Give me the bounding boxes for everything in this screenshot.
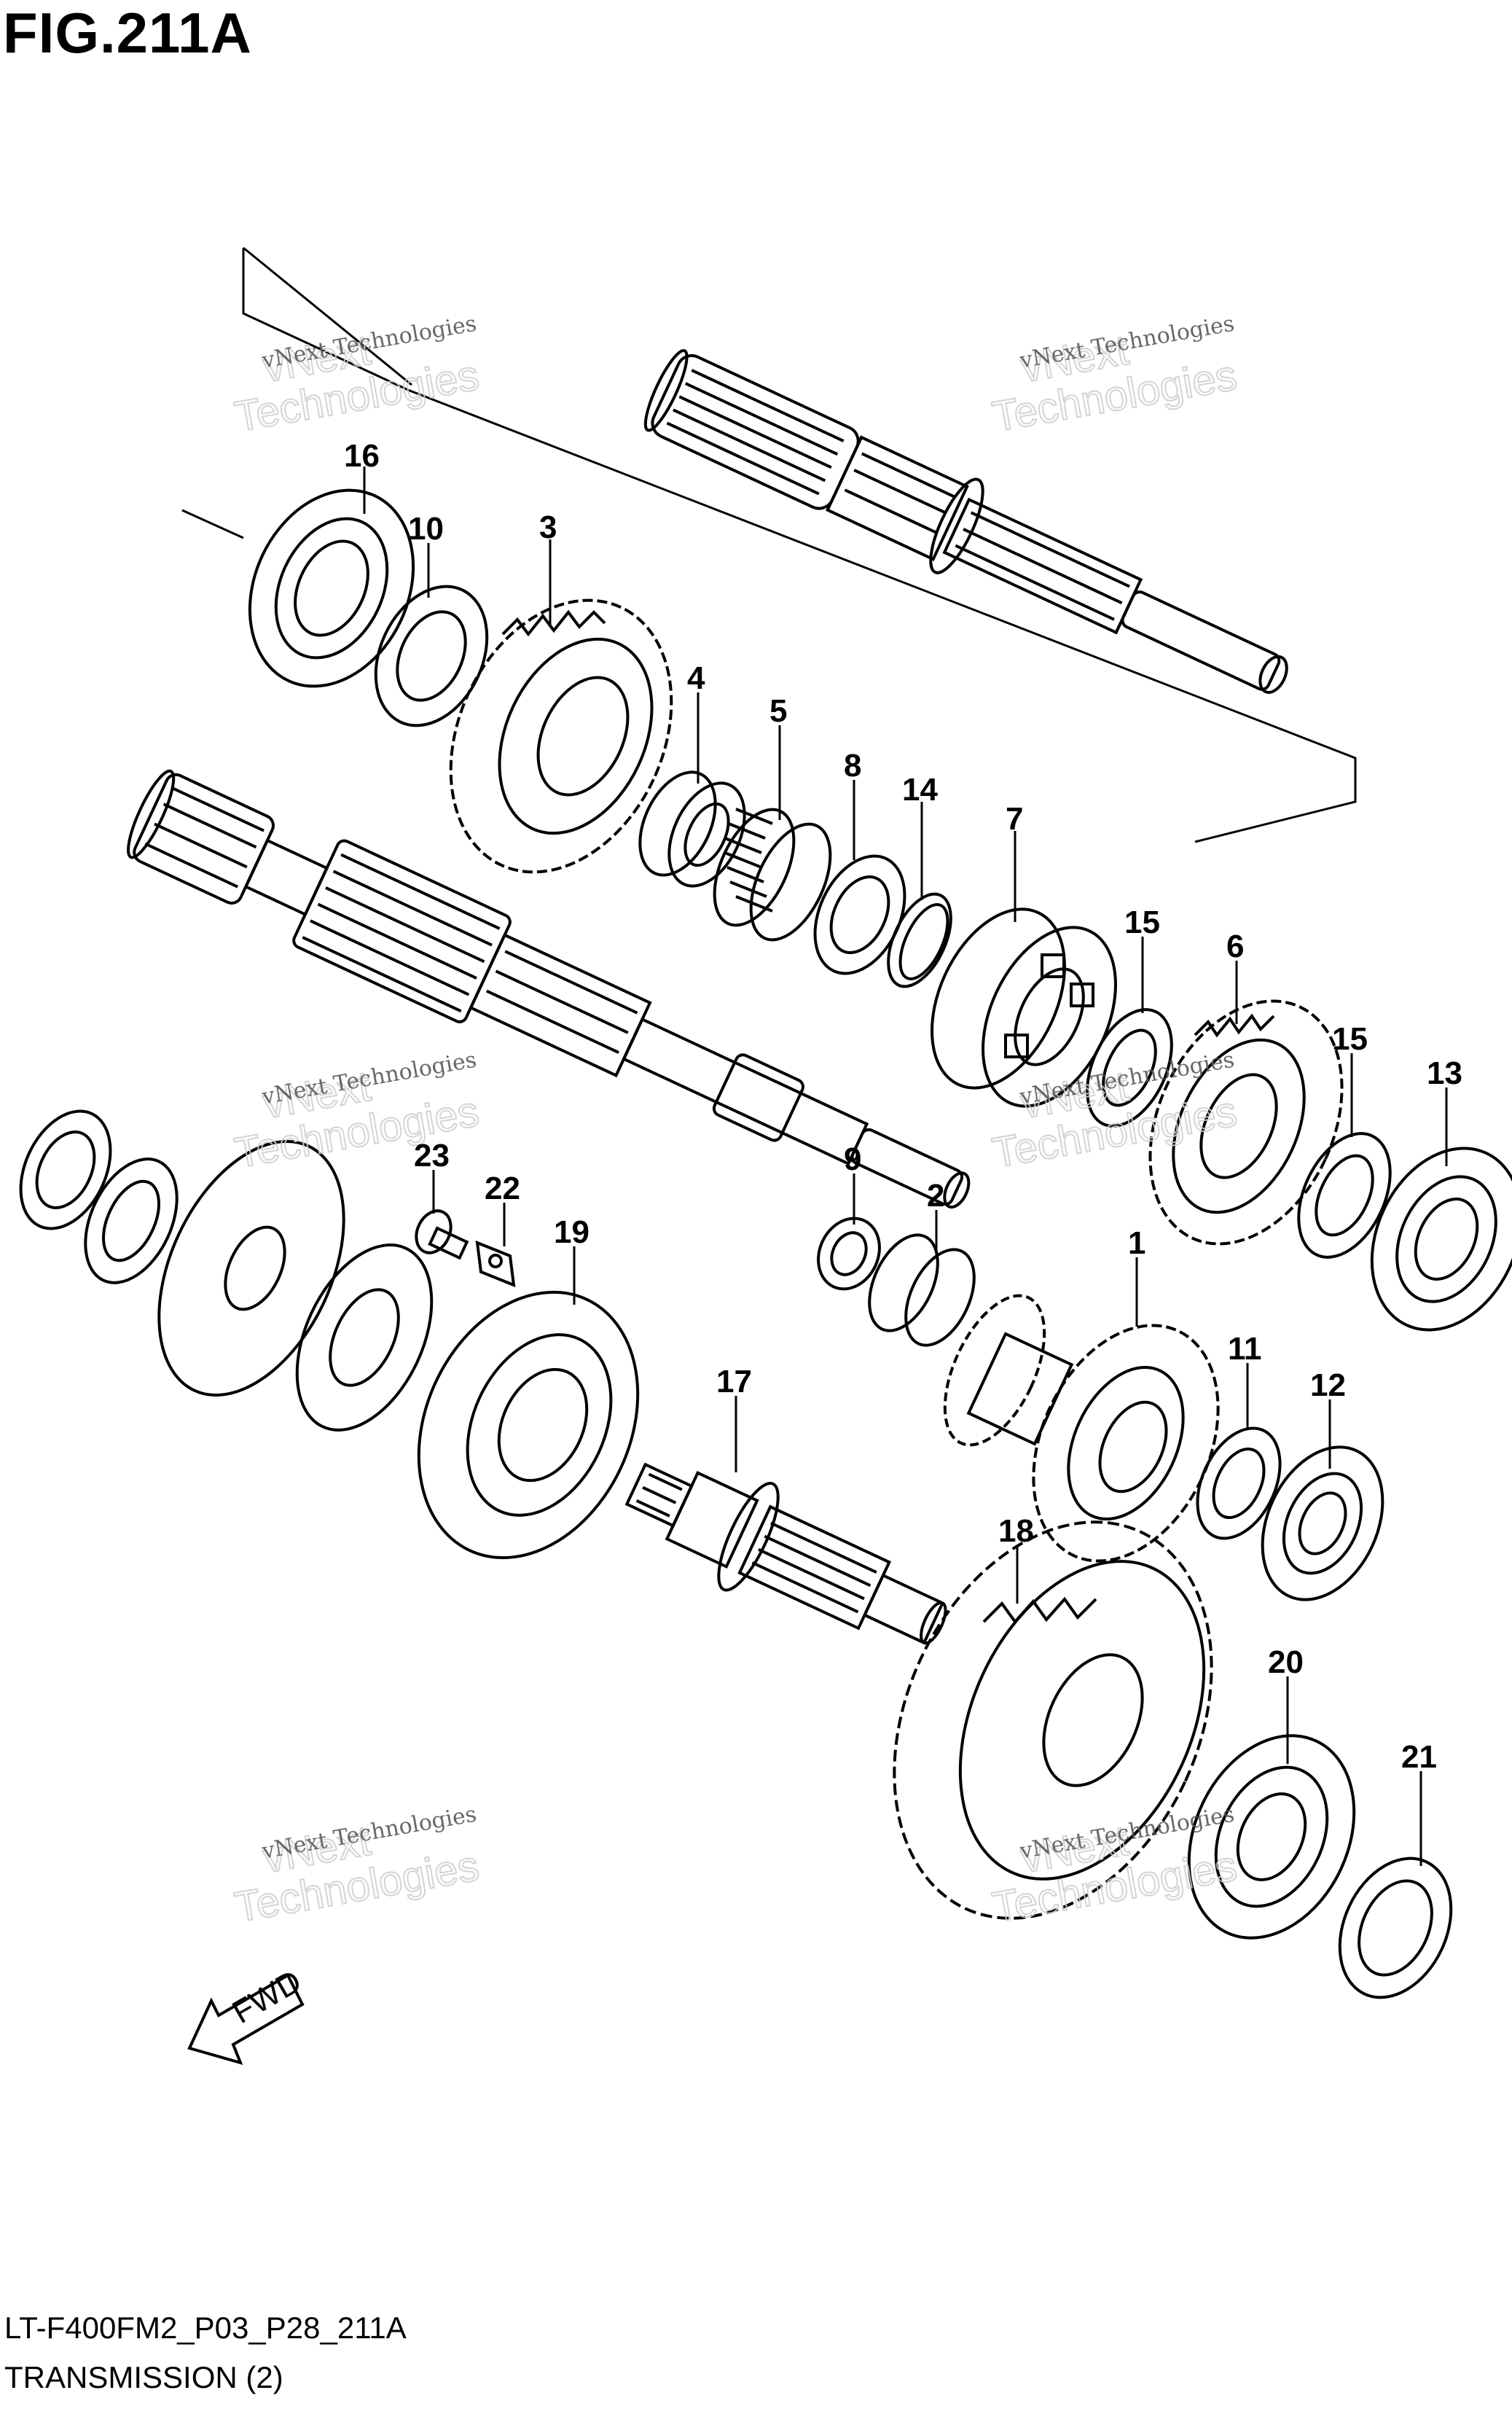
callout-13: 13	[1427, 1055, 1462, 1091]
part-left-oil-seal	[19, 1109, 112, 1230]
callout-5: 5	[769, 693, 787, 729]
callout-16: 16	[344, 438, 380, 474]
part-19-bearing	[417, 1290, 640, 1560]
callout-15a: 15	[1124, 905, 1160, 940]
callout-9: 9	[844, 1141, 861, 1177]
part-left-plate	[157, 1140, 345, 1397]
driveshaft-middle	[127, 769, 971, 1209]
part-left-washer-2	[295, 1243, 434, 1432]
upper-group-bracket	[242, 248, 1357, 843]
part-18-gear	[893, 1520, 1213, 1920]
part-15-washer-a	[1086, 1008, 1173, 1128]
callout-19: 19	[554, 1214, 589, 1250]
callout-20: 20	[1268, 1644, 1304, 1680]
callout-14: 14	[902, 772, 938, 808]
callout-7: 7	[1006, 801, 1023, 837]
watermark-group: vNext Technologies vNext Technologies vN…	[230, 311, 1241, 1933]
callout-18: 18	[998, 1513, 1034, 1549]
callout-22: 22	[485, 1171, 520, 1206]
callout-labels: 16 10 3 4 5 8 14 7 15 6 15 13 9 2 23 22 …	[344, 438, 1462, 1775]
callout-21: 21	[1401, 1739, 1437, 1775]
part-21-oil-seal	[1338, 1856, 1453, 1999]
part-22-plate	[475, 1240, 516, 1288]
callout-1: 1	[1128, 1225, 1145, 1261]
fwd-arrow	[187, 1973, 305, 2066]
part-20-bearing	[1187, 1734, 1356, 1940]
part-12-bearing	[1261, 1445, 1384, 1601]
part-16-bearing	[248, 488, 415, 688]
callout-23: 23	[414, 1138, 450, 1174]
part-14-circlip	[887, 892, 952, 988]
part-15-washer-b	[1297, 1132, 1392, 1259]
part-1-gear	[943, 1294, 1220, 1563]
part-4-bushing	[638, 770, 746, 888]
leader-lines	[363, 466, 1448, 1866]
figure-code: LT-F400FM2_P03_P28_211A	[4, 2311, 407, 2345]
part-9-washer	[817, 1217, 881, 1291]
callout-3: 3	[539, 509, 557, 545]
figure-title: FIG.211A	[3, 1, 252, 65]
part-5-needle-bearing	[713, 808, 832, 942]
countershaft-upper	[643, 348, 1288, 694]
part-6-gear	[1148, 999, 1344, 1246]
part-13-bearing	[1370, 1147, 1512, 1332]
callout-4: 4	[687, 660, 705, 696]
callout-2: 2	[927, 1178, 944, 1214]
part-11-washer	[1196, 1426, 1282, 1540]
callout-12: 12	[1310, 1367, 1346, 1403]
callout-17: 17	[716, 1364, 752, 1399]
part-10-washer	[374, 585, 489, 727]
figure-name: TRANSMISSION (2)	[4, 2360, 283, 2394]
callout-10: 10	[408, 511, 444, 547]
callout-11: 11	[1228, 1331, 1262, 1367]
callout-6: 6	[1226, 929, 1244, 964]
part-17-output-shaft	[624, 1462, 947, 1645]
part-2-needle-bearing	[868, 1233, 976, 1347]
part-23-bolt	[415, 1209, 469, 1260]
part-left-washer	[84, 1157, 179, 1284]
callout-8: 8	[844, 748, 861, 784]
callout-15b: 15	[1332, 1021, 1368, 1057]
